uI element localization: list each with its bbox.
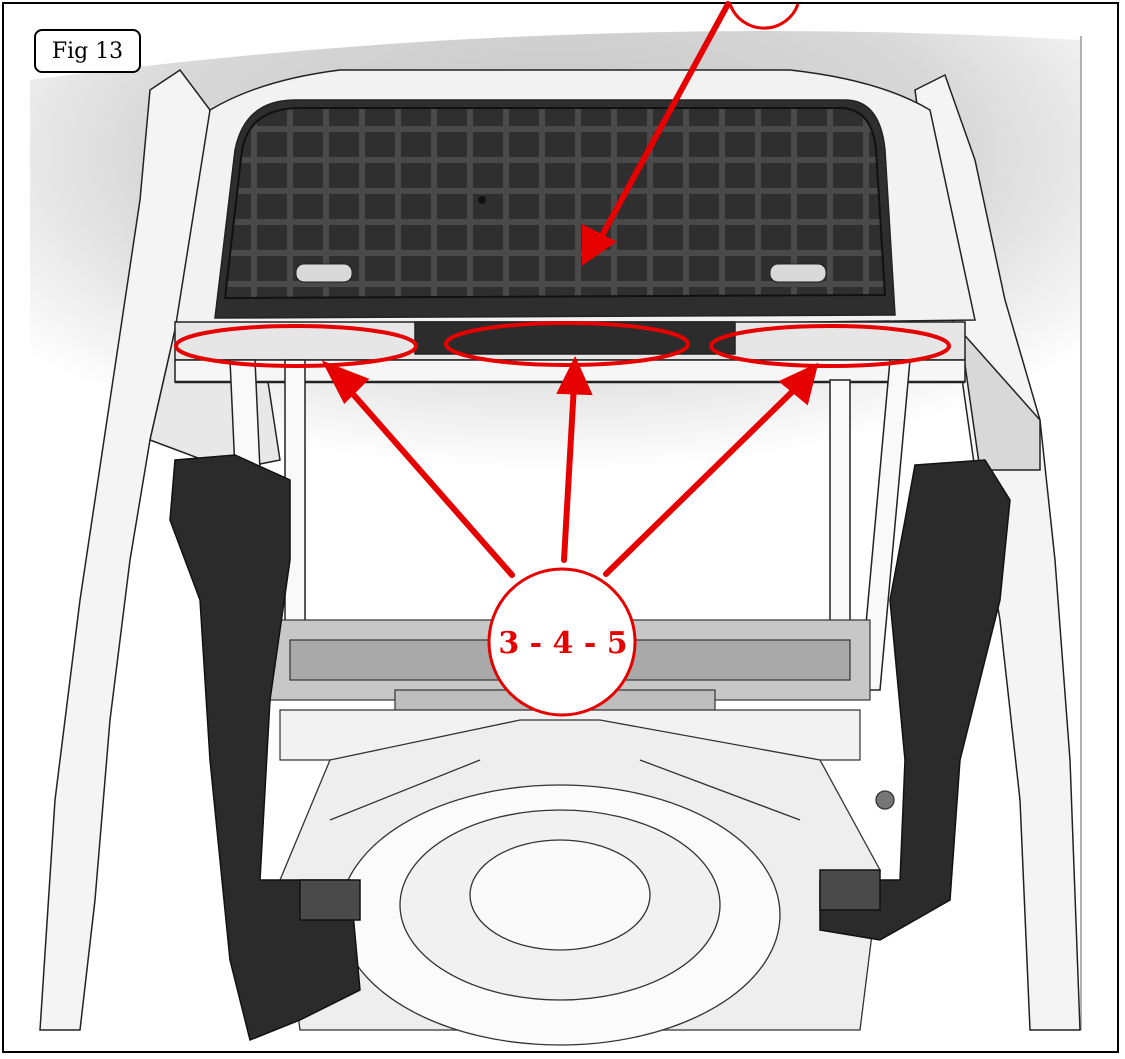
arrow-center [561,382,577,563]
callout-circle [487,567,637,717]
arrow-top [595,1,731,246]
cargo-mesh-grid [223,107,887,300]
callout-label: 3 - 4 - 5 [498,626,628,661]
spare-wheel-well [279,719,895,1046]
highlight-ellipse-center [444,321,690,367]
arrow-right [603,385,799,577]
highlight-ellipses [174,321,951,368]
callout-circle-top-partial [728,3,800,30]
highlight-ellipse-right [709,324,951,368]
arrow-left [342,382,515,578]
trim-right [819,459,1011,941]
highlight-ellipse-left [174,324,418,368]
figure-label: Fig 13 [34,29,141,73]
trim-left [169,454,361,1042]
callout-arrows [321,1,819,578]
